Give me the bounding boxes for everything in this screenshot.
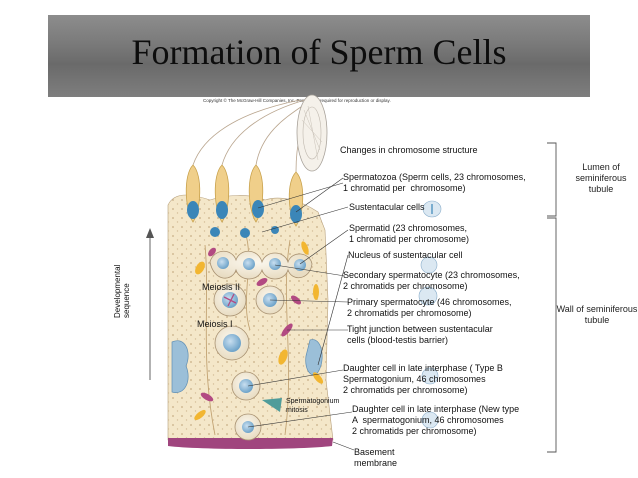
- label-primary-spermatocyte: Primary spermatocyte (46 chromosomes, 2 …: [347, 297, 512, 318]
- label-daughter-type-b: Daughter cell in late interphase ( Type …: [343, 363, 503, 395]
- bracket-label-lumen: Lumen of seminiferous tubule: [575, 162, 627, 194]
- label-spermatozoa: Spermatozoa (Sperm cells, 23 chromosomes…: [343, 172, 526, 193]
- label-nucleus-sustentacular: Nucleus of sustentacular cell: [348, 250, 463, 260]
- basement-membrane: [168, 438, 333, 449]
- mitosis-arrow: [262, 398, 282, 412]
- spermatozoon: [185, 164, 201, 223]
- brackets: [547, 142, 557, 453]
- bracket-label-wall: Wall of seminiferous tubule: [556, 304, 638, 325]
- meiosis-i-label: Meiosis I: [197, 319, 233, 329]
- label-sustentacular-cells: Sustentacular cells: [349, 202, 425, 212]
- leader-lines: [247, 177, 355, 451]
- label-daughter-new-type-a: Daughter cell in late interphase (New ty…: [352, 404, 520, 436]
- spermatids: [210, 226, 279, 238]
- sperm-tail-bundle: [296, 94, 328, 172]
- spermatozoon: [214, 164, 230, 223]
- chromosome-icons: [418, 200, 442, 429]
- spermatozoa: [185, 164, 304, 227]
- developmental-sequence-label: Developmental sequence: [113, 264, 131, 318]
- label-spermatid: Spermatid (23 chromosomes, 1 chromatid p…: [349, 223, 470, 244]
- sperm-tails: [192, 99, 311, 173]
- label-secondary-spermatocyte: Secondary spermatocyte (23 chromosomes, …: [343, 270, 520, 291]
- title-bar: [48, 15, 590, 97]
- page-title: Formation of Sperm Cells: [131, 32, 507, 72]
- sustentacular-nuclei: [171, 339, 323, 393]
- spermatozoon: [288, 171, 304, 227]
- label-basement-membrane: Basement membrane: [354, 447, 398, 468]
- developmental-arrow: [146, 228, 154, 380]
- chromosome-structure-heading: Changes in chromosome structure: [340, 145, 478, 155]
- spermatogonium-mitosis-label: Spermatogonium mitosis: [286, 398, 340, 414]
- label-tight-junction: Tight junction between sustentacular cel…: [347, 324, 493, 345]
- meiosis-ii-label: Meiosis II: [202, 282, 241, 292]
